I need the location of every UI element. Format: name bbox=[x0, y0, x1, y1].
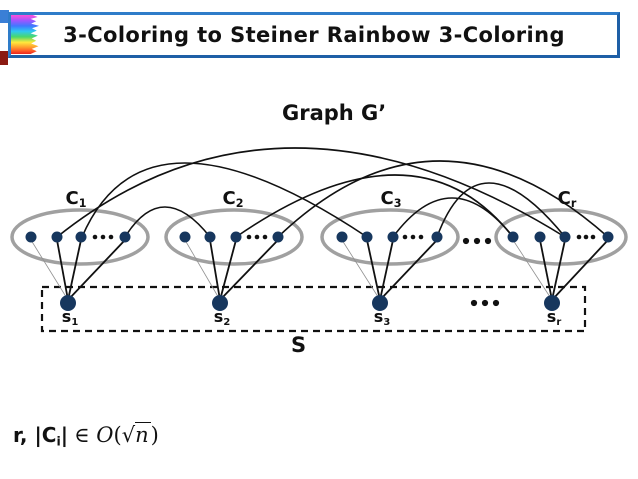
steiner-set-box bbox=[40, 285, 587, 333]
cluster-label: C1 bbox=[65, 188, 87, 211]
graph-g-prime-label: Graph G’ bbox=[282, 101, 387, 125]
graph-edge-arc bbox=[277, 160, 609, 238]
slide-title: 3-Coloring to Steiner Rainbow 3-Coloring bbox=[63, 23, 565, 47]
cluster-vertex-dot bbox=[387, 231, 399, 243]
element-of-symbol: ∈ bbox=[74, 423, 90, 447]
s-node-label: s3 bbox=[373, 307, 391, 328]
formula-lead: r, |C bbox=[13, 423, 57, 447]
ellipsis-dot bbox=[262, 234, 268, 240]
open-paren: ( bbox=[113, 423, 122, 447]
cluster-vertex-dot bbox=[272, 231, 284, 243]
cluster-vertex-dot bbox=[119, 231, 131, 243]
box-ellipsis-dot bbox=[492, 299, 500, 307]
fan-edge bbox=[30, 239, 69, 301]
fan-edge bbox=[551, 239, 609, 301]
cluster-label: C3 bbox=[380, 188, 402, 211]
ellipsis-dot bbox=[590, 234, 596, 240]
fan-edge bbox=[341, 239, 381, 301]
ellipsis-dot bbox=[108, 234, 114, 240]
title-bar: 3-Coloring to Steiner Rainbow 3-Coloring bbox=[8, 12, 620, 58]
cluster-vertex-dot bbox=[75, 231, 87, 243]
graph-edge-arc bbox=[235, 174, 514, 238]
size-formula: r, |Ci|∈ O(√n) bbox=[13, 422, 159, 449]
fan-edge bbox=[366, 239, 381, 301]
cluster-vertex-dot bbox=[230, 231, 242, 243]
cluster-ellipse bbox=[164, 208, 304, 266]
s-node-label: s1 bbox=[61, 307, 79, 328]
ellipsis-dot bbox=[100, 234, 106, 240]
fan-edge bbox=[184, 239, 221, 301]
ellipsis-dot bbox=[246, 234, 252, 240]
cluster-vertex-dot bbox=[602, 231, 614, 243]
cluster-label: C2 bbox=[222, 188, 244, 211]
box-ellipsis-dot bbox=[470, 299, 478, 307]
cluster-vertex-dot bbox=[559, 231, 571, 243]
ellipsis-dot bbox=[254, 234, 260, 240]
fan-edge bbox=[512, 239, 553, 301]
cluster-label: Cr bbox=[557, 188, 577, 211]
fan-edge bbox=[551, 239, 566, 301]
cluster-vertex-dot bbox=[431, 231, 443, 243]
sqrt-symbol: √ bbox=[121, 423, 136, 447]
ellipsis-dot bbox=[402, 234, 408, 240]
box-ellipsis-dot bbox=[481, 299, 489, 307]
s-vertex-dot bbox=[212, 295, 228, 311]
fan-edge bbox=[67, 239, 82, 301]
cluster-vertex-dot bbox=[507, 231, 519, 243]
big-o: O bbox=[96, 423, 114, 447]
graph-edge-arc bbox=[392, 197, 514, 238]
ellipsis-dot bbox=[576, 234, 582, 240]
cluster-vertex-dot bbox=[336, 231, 348, 243]
s-node-label: s2 bbox=[213, 307, 231, 328]
ellipsis-dot bbox=[418, 234, 424, 240]
fan-edge bbox=[67, 239, 126, 301]
fan-edge bbox=[209, 239, 221, 301]
graph-edge-arc bbox=[56, 147, 566, 238]
formula-after: | bbox=[60, 423, 69, 447]
cluster-vertex-dot bbox=[25, 231, 37, 243]
cluster-vertex-dot bbox=[361, 231, 373, 243]
inter-cluster-ellipsis-dot bbox=[473, 237, 481, 245]
graph-edge-arc bbox=[436, 182, 566, 238]
fan-edge bbox=[379, 239, 438, 301]
graph-edge-arc bbox=[124, 206, 211, 238]
s-vertex-dot bbox=[544, 295, 560, 311]
slide-edge-mark-top bbox=[0, 10, 9, 23]
inter-cluster-ellipsis-dot bbox=[462, 237, 470, 245]
ellipsis-dot bbox=[410, 234, 416, 240]
fan-edge bbox=[539, 239, 553, 301]
cluster-ellipse bbox=[10, 208, 150, 266]
fan-edge bbox=[379, 239, 394, 301]
slide-edge-mark-bottom bbox=[0, 51, 8, 65]
inter-cluster-ellipsis-dot bbox=[484, 237, 492, 245]
s-node-label: sr bbox=[546, 307, 562, 328]
graph-edge-arc bbox=[81, 162, 368, 238]
radicand: n bbox=[135, 422, 151, 447]
cluster-vertex-dot bbox=[179, 231, 191, 243]
fan-edge bbox=[219, 239, 237, 301]
close-paren: ) bbox=[150, 423, 159, 447]
cluster-ellipse bbox=[320, 208, 460, 266]
ellipsis-dot bbox=[92, 234, 98, 240]
formula-subscript: i bbox=[56, 433, 61, 449]
s-vertex-dot bbox=[60, 295, 76, 311]
cluster-vertex-dot bbox=[204, 231, 216, 243]
cluster-ellipse bbox=[494, 208, 628, 266]
s-vertex-dot bbox=[372, 295, 388, 311]
fan-edge bbox=[219, 239, 279, 301]
ellipsis-dot bbox=[583, 234, 589, 240]
s-set-label: S bbox=[291, 333, 307, 357]
cluster-vertex-dot bbox=[51, 231, 63, 243]
fan-edge bbox=[56, 239, 69, 301]
cluster-vertex-dot bbox=[534, 231, 546, 243]
